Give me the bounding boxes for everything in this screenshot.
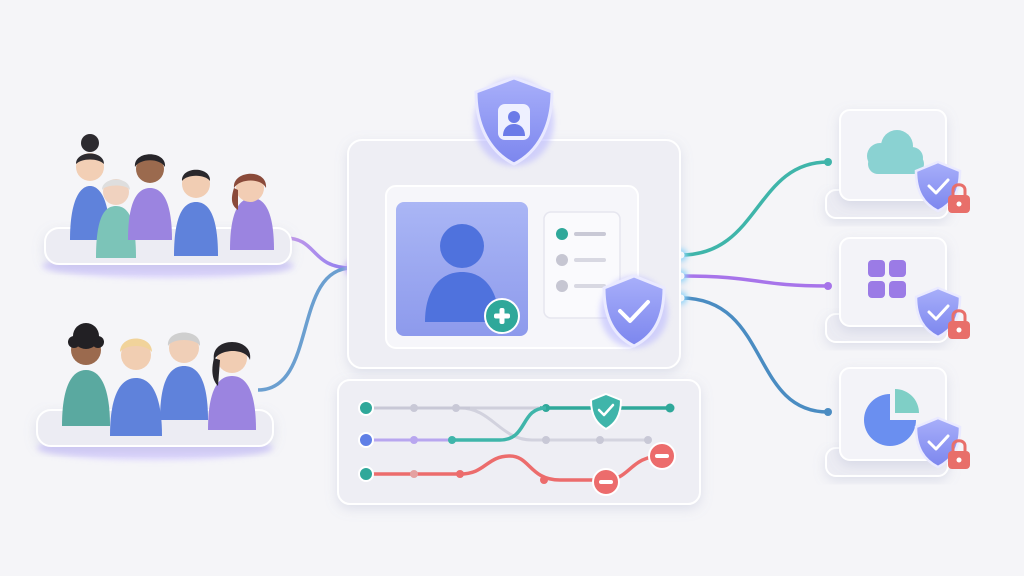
resource-analytics (825, 367, 970, 477)
right-connectors (675, 158, 832, 416)
user-group-b (36, 323, 274, 460)
endpoint-dot (824, 282, 832, 290)
flow-start-dot (358, 400, 374, 416)
person-figure (110, 338, 162, 436)
list-icon (543, 211, 621, 319)
shield-user-icon (474, 76, 554, 166)
pie-chart-icon (864, 389, 919, 446)
resource-cloud (825, 109, 970, 219)
padlock-icon (948, 183, 970, 213)
person-figure (208, 342, 256, 430)
flow-path-1 (358, 392, 675, 442)
person-figure (174, 169, 218, 256)
connector-group-a (284, 236, 353, 270)
person-figure (230, 173, 274, 250)
user-plus-icon (425, 224, 520, 334)
connector-apps (680, 274, 829, 288)
endpoint-dot (824, 408, 832, 416)
connector-cloud (680, 160, 829, 257)
stop-badge-icon (648, 442, 676, 470)
flow-start-dot (358, 432, 374, 448)
padlock-icon (948, 309, 970, 339)
resource-apps (825, 237, 970, 343)
connector-group-b (257, 266, 353, 392)
person-figure (96, 179, 136, 258)
shield-check-icon (600, 274, 668, 348)
person-figure (128, 154, 172, 240)
padlock-icon (948, 439, 970, 469)
person-figure (160, 332, 208, 420)
person-figure (62, 323, 110, 426)
flow-path-2 (358, 406, 652, 448)
access-flow-panel (337, 379, 701, 505)
connector-analytics (680, 296, 829, 414)
flow-start-dot (358, 466, 374, 482)
endpoint-dot (824, 158, 832, 166)
identity-panel (347, 139, 681, 369)
user-group-a (42, 134, 294, 278)
cloud-icon (867, 130, 924, 174)
stop-badge-icon (592, 468, 620, 496)
check-badge-icon (589, 392, 623, 431)
app-grid-icon (868, 260, 906, 298)
flow-path-3 (358, 442, 676, 496)
